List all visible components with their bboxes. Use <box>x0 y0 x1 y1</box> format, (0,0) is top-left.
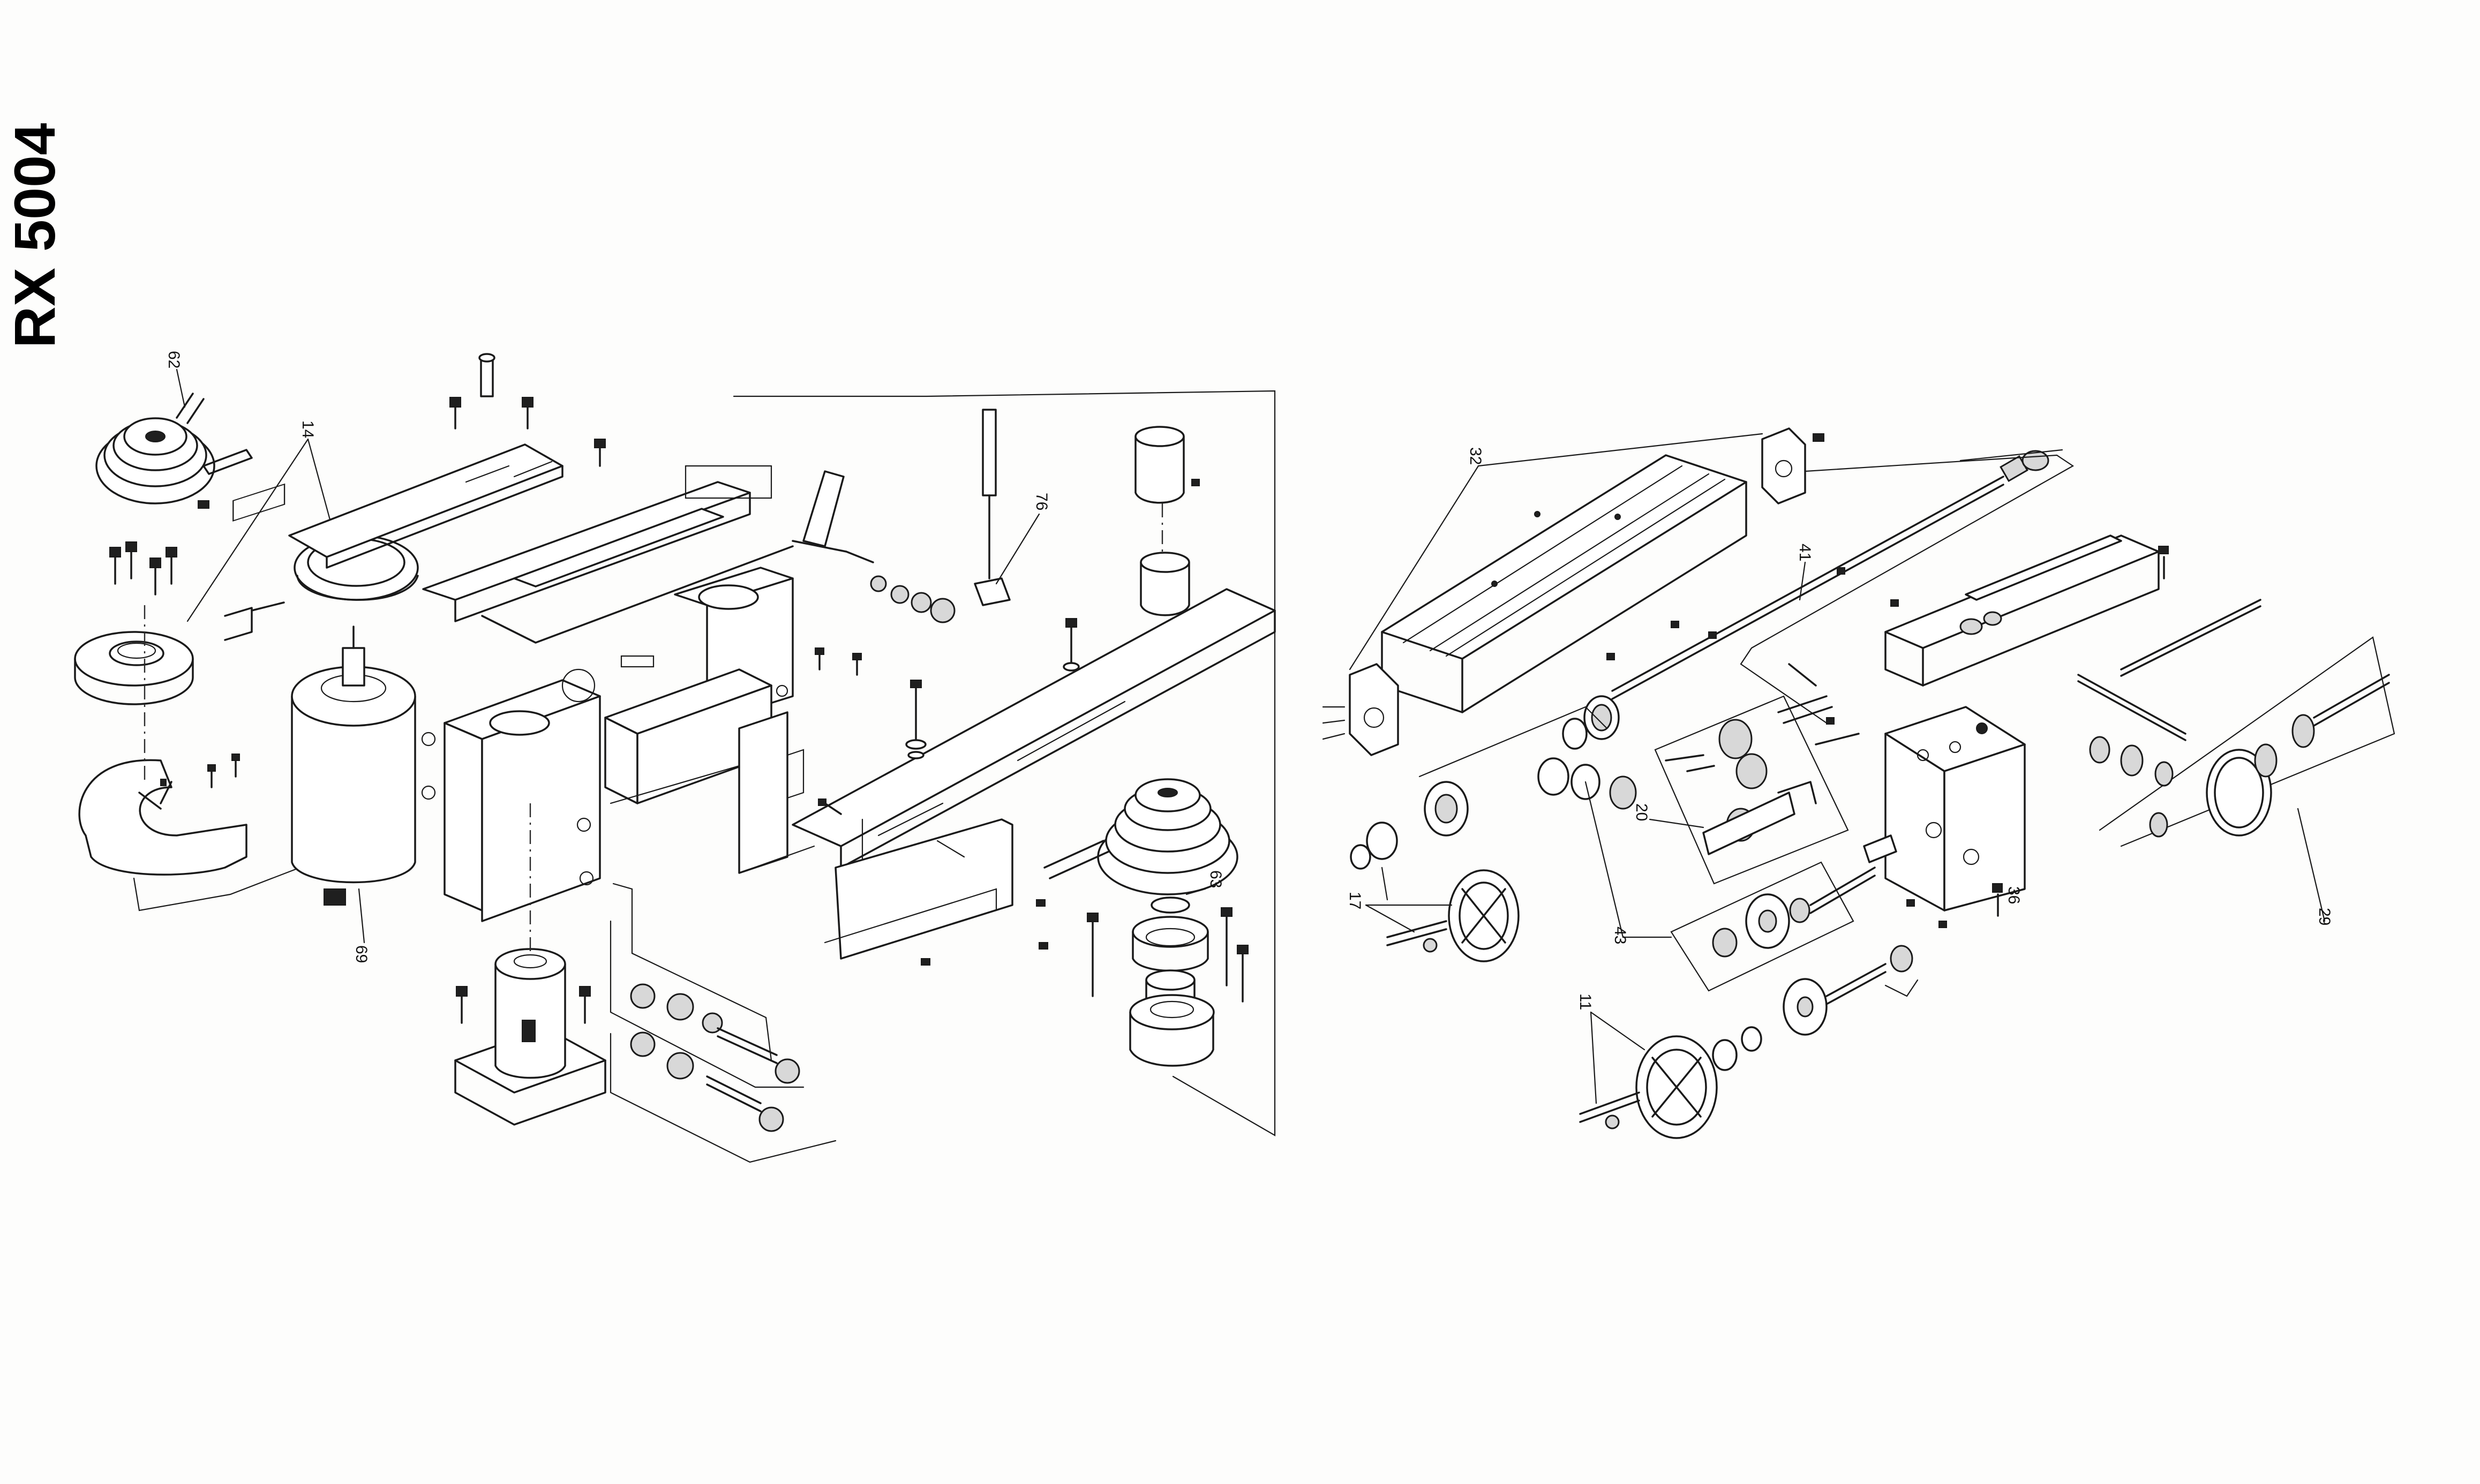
misc-screws <box>815 647 927 815</box>
callout-17: 17 <box>1346 892 1364 909</box>
worm-shafts-part <box>610 920 837 1163</box>
flange-bolts <box>109 541 177 596</box>
leader-76 <box>995 513 1040 585</box>
feed-lever-part <box>792 470 956 623</box>
leader-32a <box>1477 433 1763 467</box>
feed-gearbox-part <box>1654 663 1860 885</box>
quill-rod-part <box>974 409 1011 606</box>
callout-41: 41 <box>1796 544 1814 561</box>
top-plate-bolts <box>449 353 606 467</box>
gib-strips-part <box>2077 599 2261 741</box>
column-block-part <box>421 679 601 922</box>
callout-14: 14 <box>299 420 317 438</box>
callout-43: 43 <box>1611 926 1629 944</box>
callout-69: 69 <box>352 945 370 963</box>
cross-feed-part <box>2089 636 2395 847</box>
leader-32b <box>1349 465 1479 671</box>
apron-assembly-part <box>1670 834 1897 992</box>
spindle-bearings-part <box>1087 897 1249 1067</box>
saddle-block-part <box>1884 706 2026 917</box>
spindle-pulley-part <box>1043 778 1238 895</box>
leader-62 <box>176 368 186 408</box>
bearing-flange-part <box>74 631 194 705</box>
callout-76: 76 <box>1033 493 1050 510</box>
leadscrew-frame <box>1740 454 2075 724</box>
cover-screws <box>207 754 240 788</box>
callout-11: 11 <box>1576 993 1594 1010</box>
leader-29 <box>2297 808 2326 922</box>
callout-36: 36 <box>2005 886 2023 904</box>
head-table-part <box>792 588 1276 869</box>
cover-plates-part <box>610 711 1048 966</box>
leader-41 <box>1799 561 1806 601</box>
table-end-bracket-left <box>1322 663 1399 756</box>
leader-20 <box>1649 818 1704 828</box>
upper-pulley-part <box>95 393 253 509</box>
leader-11a <box>1590 1011 1645 1051</box>
leader-43a <box>1584 781 1624 938</box>
cross-slide-part <box>1884 534 2169 687</box>
callout-32: 32 <box>1467 447 1484 465</box>
head-frame-outline <box>733 390 1276 1136</box>
callout-20: 20 <box>1633 803 1650 821</box>
top-plate-part <box>232 443 563 569</box>
table-end-bracket-right <box>1761 427 1824 504</box>
callout-62: 62 <box>165 351 183 368</box>
table-assembly: 32 41 <box>1322 427 2395 1139</box>
head-casting-part <box>422 465 794 644</box>
leader-63 <box>1185 888 1206 895</box>
leader-14b <box>186 438 309 622</box>
leader-69 <box>358 888 365 944</box>
quill-cups-part <box>1134 426 1200 616</box>
leader-14a <box>307 438 333 529</box>
callout-29: 29 <box>2316 908 2333 925</box>
leader-11b <box>1590 1011 1597 1104</box>
column-base-part <box>454 948 606 1126</box>
leader-17b <box>1365 904 1415 933</box>
handwheel-17-part <box>1386 869 1520 962</box>
gear-train-part <box>1350 695 1637 901</box>
table-bolts <box>1606 567 1947 928</box>
callout-63: 63 <box>1207 870 1224 888</box>
handwheel-11-part <box>1579 945 1919 1139</box>
head-assembly: 62 <box>74 351 1276 1163</box>
motor-part <box>224 601 416 906</box>
work-table-part <box>1381 454 1747 713</box>
belt-cover-part <box>78 759 247 876</box>
